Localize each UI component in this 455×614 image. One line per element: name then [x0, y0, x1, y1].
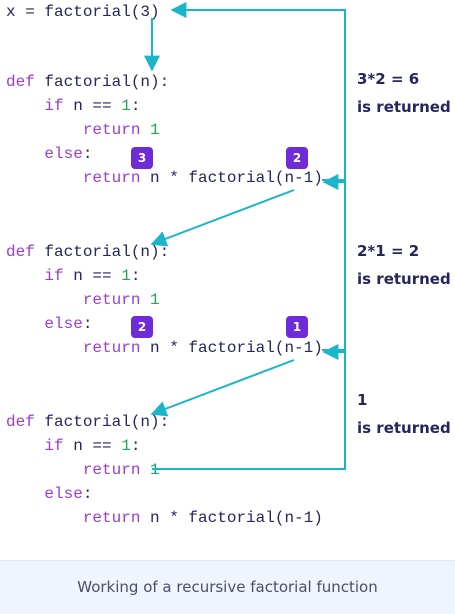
return-keyword: return [82, 461, 141, 479]
return-arrow-3 [152, 344, 346, 470]
figure-caption: Working of a recursive factorial functio… [77, 578, 378, 596]
code-block-1: def factorial(n): if n == 1: return 1 el… [6, 73, 323, 187]
def-keyword: def [6, 413, 35, 431]
code-block-2: def factorial(n): if n == 1: return 1 el… [6, 243, 323, 357]
def-signature: factorial(n): [34, 73, 170, 91]
return-keyword: return [82, 339, 141, 357]
recursive-call-arrow-2 [150, 359, 295, 417]
return-keyword: return [82, 291, 141, 309]
def-signature: factorial(n): [34, 413, 170, 431]
return-note-2: 2*1 = 2 is returned [357, 242, 451, 288]
def-keyword: def [6, 243, 35, 261]
recursive-call: n * factorial(n-1) [140, 509, 323, 527]
if-keyword: if [44, 437, 64, 455]
return-keyword: return [82, 121, 141, 139]
return-note-1: 3*2 = 6 is returned [357, 70, 451, 116]
step-badge: 3 [131, 147, 153, 169]
else-keyword: else [44, 315, 83, 333]
else-keyword: else [44, 485, 83, 503]
recursive-call: n * factorial(n-1) [140, 169, 323, 187]
caption-bar: Working of a recursive factorial functio… [0, 560, 455, 614]
else-keyword: else [44, 145, 83, 163]
return-keyword: return [82, 509, 141, 527]
def-keyword: def [6, 73, 35, 91]
step-badge: 2 [286, 147, 308, 169]
return-note-3: 1 is returned [357, 391, 451, 437]
step-badge: 1 [286, 316, 308, 338]
code-block-3: def factorial(n): if n == 1: return 1 el… [6, 413, 323, 527]
if-keyword: if [44, 267, 64, 285]
call-line: x = factorial(3) [6, 3, 160, 21]
return-arrow-2 [322, 174, 346, 351]
return-keyword: return [82, 169, 141, 187]
def-signature: factorial(n): [34, 243, 170, 261]
recursive-call-arrow-1 [150, 189, 295, 247]
return-arrow-1 [170, 2, 346, 181]
step-badge: 2 [131, 316, 153, 338]
recursive-call: n * factorial(n-1) [140, 339, 323, 357]
if-keyword: if [44, 97, 64, 115]
